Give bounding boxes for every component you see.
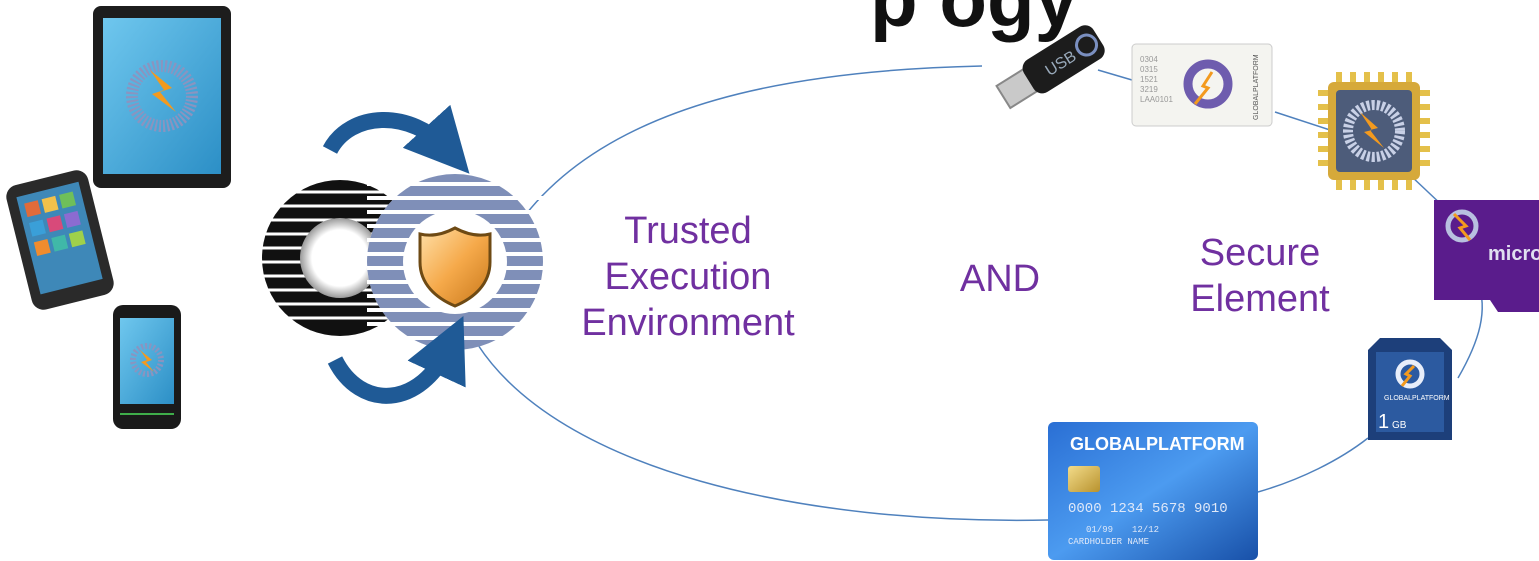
connector-sd-card [1257,437,1369,493]
smartphone-device [6,170,114,310]
tablet-device [93,6,231,188]
mobile-phone-device [113,305,181,429]
usb-stick: USB [995,25,1105,110]
sd-card: GLOBALPLATFORM 1 GB [1368,338,1452,440]
sim-code-1: 0304 [1140,55,1158,64]
card-valid-thru: 12/12 [1132,525,1159,535]
tee-label-line-3: Environment [581,302,795,344]
sim-code-3: 1521 [1140,75,1158,84]
tee-label: Trusted Execution Environment [548,208,828,346]
card-brand: GLOBALPLATFORM [1070,434,1245,454]
connector-sim-chip [1274,111,1331,131]
sim-code-5: LAA0101 [1140,95,1173,104]
connector-top-arc [519,65,983,223]
tee-label-line-1: Trusted [624,210,752,252]
and-label: AND [959,258,1041,300]
sim-card: 0304 0315 1521 3219 LAA0101 GLOBALPLATFO… [1131,43,1273,127]
microsd-card: micro SD [1434,200,1539,312]
top-arrow-icon [322,104,470,174]
tee-label-line-2: Execution [604,256,772,298]
card-holder: CARDHOLDER NAME [1068,537,1149,547]
connector-usb-sim [1097,69,1133,81]
sim-brand: GLOBALPLATFORM [1253,54,1260,120]
microsd-label: micro SD [1488,243,1539,265]
se-label: Secure Element [1170,230,1350,322]
tee-logo [262,174,543,350]
sd-brand: GLOBALPLATFORM [1384,395,1450,402]
page-heading: p ogy [870,0,1078,45]
sim-code-2: 0315 [1140,65,1158,74]
sd-capacity-unit: GB [1392,420,1407,431]
connector-lines [477,65,1483,522]
processor-chip [1318,72,1430,190]
card-chip [1068,466,1100,492]
cycle-arrows [322,104,470,404]
shield-icon [418,226,492,308]
se-label-line-1: Secure [1199,232,1321,274]
sd-capacity: 1 [1378,411,1389,433]
credit-card: GLOBALPLATFORM 0000 1234 5678 9010 01/99… [1048,422,1258,560]
bottom-arrow-icon [327,315,466,404]
se-label-line-2: Element [1190,278,1330,320]
card-valid-from: 01/99 [1086,525,1113,535]
connector-bottom-arc [477,344,1049,522]
sim-code-4: 3219 [1140,85,1158,94]
card-number: 0000 1234 5678 9010 [1068,501,1228,517]
